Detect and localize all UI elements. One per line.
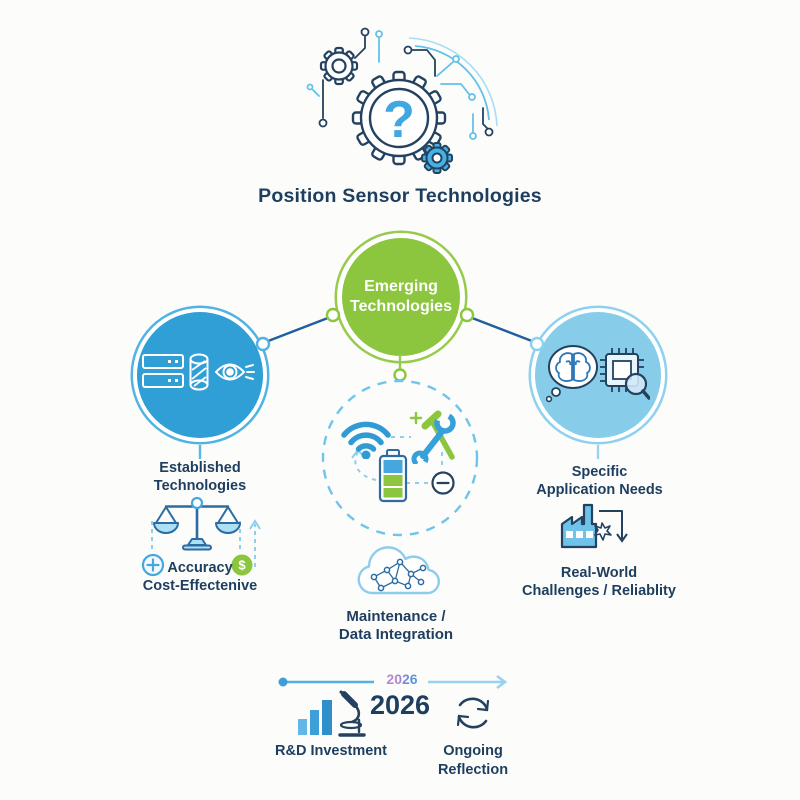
sensor-coil-icon [189, 353, 209, 391]
balance-scale-icon [153, 496, 241, 551]
emerging-technologies-label: Emerging Technologies [350, 278, 452, 315]
page-title: Position Sensor Technologies [258, 185, 542, 207]
plus-circle-icon [141, 553, 165, 577]
chip-magnifier-icon [600, 348, 650, 400]
real-world-challenges-label: Real-World Challenges / Reliablity [522, 565, 676, 599]
factory-icon [560, 503, 628, 549]
circuit-traces-icon [306, 27, 494, 140]
blue-gear-icon [421, 142, 453, 174]
year-2026-label: 2026 [369, 690, 431, 720]
accuracy-cost-label: Accuracy Cost-Effectenive [142, 560, 258, 594]
small-gear-icon [319, 46, 359, 86]
dashed-connectors [354, 436, 443, 484]
eye-icon [214, 363, 255, 381]
timeline [278, 674, 508, 690]
dashed-cycle-circle [321, 379, 479, 537]
emerging-technologies-circle: Emerging Technologies [342, 238, 460, 356]
down-arrow-icon [616, 533, 628, 543]
up-arrow-icon [249, 519, 261, 530]
wifi-icon [341, 421, 391, 459]
connector-nodes [255, 307, 545, 382]
rnd-investment-label: R&D Investment [275, 743, 387, 759]
sensor-hardware-icons [142, 353, 255, 391]
established-technologies-circle [137, 312, 263, 438]
dollar-circle-icon: $ [231, 554, 253, 576]
timeline-year-marker: 2026 [374, 671, 430, 687]
application-needs-circle [535, 312, 661, 438]
cloud-network-icon [357, 546, 441, 595]
brain-bubble-icon [546, 345, 598, 403]
established-technologies-label: Established Technologies [153, 460, 247, 494]
svg-text:$: $ [238, 558, 246, 573]
ai-chip-icons [546, 345, 650, 403]
question-gear-icon: ? [351, 70, 447, 166]
application-needs-label: Specific Application Needs [536, 464, 663, 498]
ongoing-reflection-label: Ongoing Reflection [437, 743, 509, 778]
spark-icon [594, 522, 612, 541]
timeline-dot [278, 677, 288, 687]
scale-dashed-lines [151, 521, 256, 567]
timeline-arrow-icon [496, 674, 508, 690]
server-icon [142, 354, 184, 388]
battery-icon [378, 449, 408, 503]
maintenance-label: Maintenance / Data Integration [338, 608, 454, 643]
gears-question-icon: ? [306, 27, 498, 174]
bar-chart-microscope-icon [298, 690, 366, 737]
minus-circle-icon [431, 471, 455, 495]
connector-lines [198, 314, 600, 459]
wrench-hammer-icon [409, 410, 456, 464]
question-mark: ? [383, 91, 415, 149]
cycle-arrows-icon [456, 697, 490, 729]
